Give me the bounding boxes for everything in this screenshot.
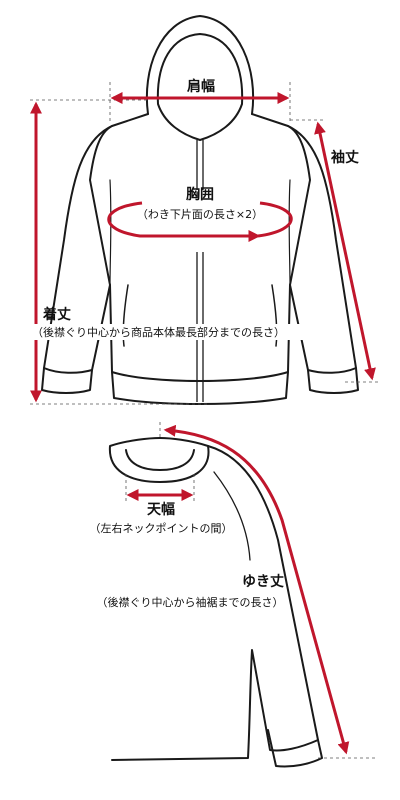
raglan-seam (213, 471, 251, 561)
hood-opening (156, 33, 244, 141)
yuki-note: （後襟ぐり中心から袖裾までの長さ） (97, 595, 284, 609)
chest-arrow (107, 201, 293, 236)
right-pocket (271, 284, 278, 347)
chest-label: 胸囲 (186, 186, 214, 203)
yuki-arrow (163, 424, 350, 755)
zipper (196, 140, 204, 402)
left-pocket (122, 284, 129, 347)
collar-inner (125, 449, 195, 471)
left-sleeve (43, 125, 113, 374)
left-cuff (41, 367, 93, 394)
hoodie-body (89, 113, 311, 382)
length-note: （後襟ぐり中心から商品本体最長部分までの長さ） (32, 325, 285, 339)
neck-width-label: 天幅 (147, 501, 175, 518)
hood-outline (145, 15, 255, 115)
length-note-bg (30, 324, 338, 340)
sleeve-arrow (314, 121, 376, 381)
right-cuff (307, 367, 359, 394)
sweatshirt-guides (125, 422, 376, 759)
hoodie-guides (30, 82, 378, 405)
sweatshirt-cuff (267, 729, 323, 768)
chest-note: （わき下片面の長さ×2） (137, 208, 263, 221)
shoulder-label: 肩幅 (187, 78, 215, 95)
yuki-label: ゆき丈 (242, 574, 284, 590)
length-label: 着丈 (42, 306, 71, 323)
neck-width-note: （左右ネックポイントの間） (90, 521, 233, 535)
shoulder-label-bg (182, 75, 220, 95)
sleeve-label: 袖丈 (331, 149, 359, 166)
